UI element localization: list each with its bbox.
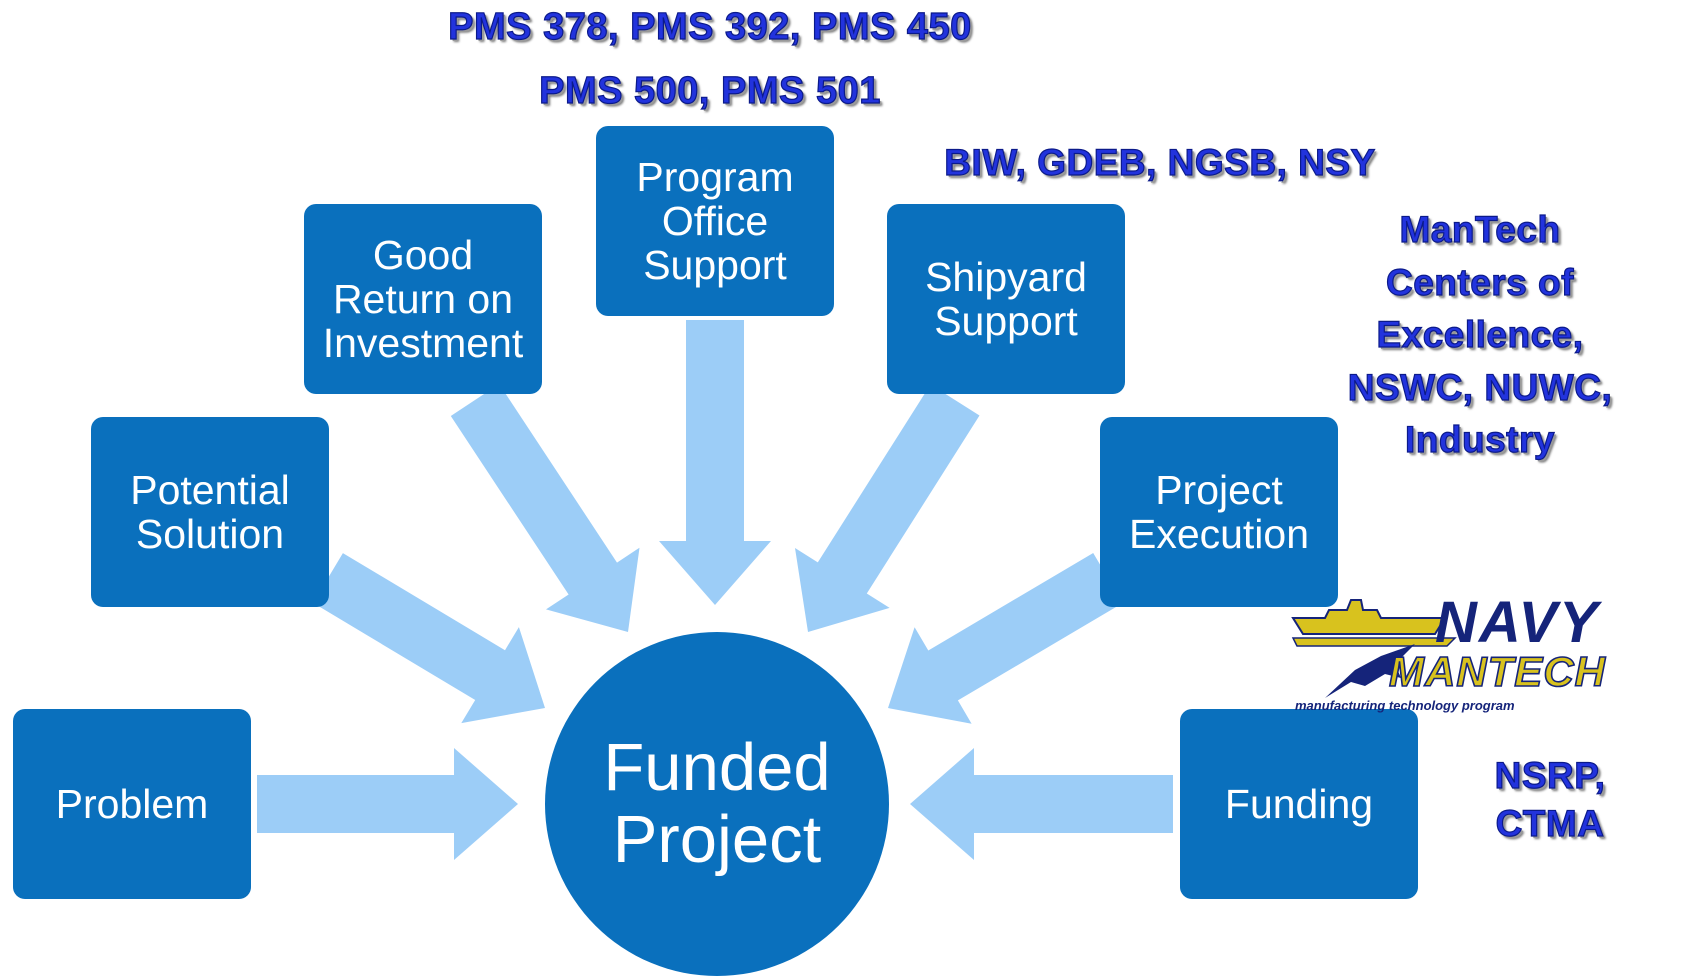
- arrow-from-project-execution: [888, 553, 1123, 724]
- box-shipyard-support: Shipyard Support: [887, 204, 1125, 394]
- arrow-from-funding: [910, 748, 1173, 860]
- box-good-return-on-investment: Good Return on Investment: [304, 204, 542, 394]
- arrow-from-shipyard-support: [795, 384, 980, 632]
- ship-silhouette-icon: [1291, 599, 1447, 635]
- box-problem: Problem: [13, 709, 251, 899]
- program-offices-label-line1: PMS 378, PMS 392, PMS 450: [448, 5, 972, 48]
- logo-bar: [1291, 637, 1457, 647]
- execution-partners-label: ManTech Centers of Excellence, NSWC, NUW…: [1347, 208, 1613, 461]
- funding-sources-label: NSRP, CTMA: [1494, 754, 1606, 845]
- arrow-from-good-roi: [450, 384, 640, 632]
- program-offices-label-line2: PMS 500, PMS 501: [539, 69, 881, 112]
- shipyards-label: BIW, GDEB, NGSB, NSY: [944, 141, 1376, 183]
- funded-project-circle: Funded Project: [545, 632, 889, 976]
- navy-mantech-logo: NAVY MANTECH manufacturing technology pr…: [1291, 590, 1607, 713]
- logo-word-mantech: MANTECH: [1389, 648, 1607, 695]
- jet-icon: [1325, 644, 1415, 698]
- box-potential-solution: Potential Solution: [91, 417, 329, 607]
- box-project-execution: Project Execution: [1100, 417, 1338, 607]
- arrow-from-problem: [257, 748, 518, 860]
- box-program-office-support: Program Office Support: [596, 126, 834, 316]
- arrow-from-potential-solution: [313, 553, 545, 724]
- logo-word-navy: NAVY: [1435, 590, 1603, 655]
- arrow-from-program-office: [659, 320, 771, 605]
- box-funding: Funding: [1180, 709, 1418, 899]
- logo-tagline: manufacturing technology program: [1295, 698, 1515, 713]
